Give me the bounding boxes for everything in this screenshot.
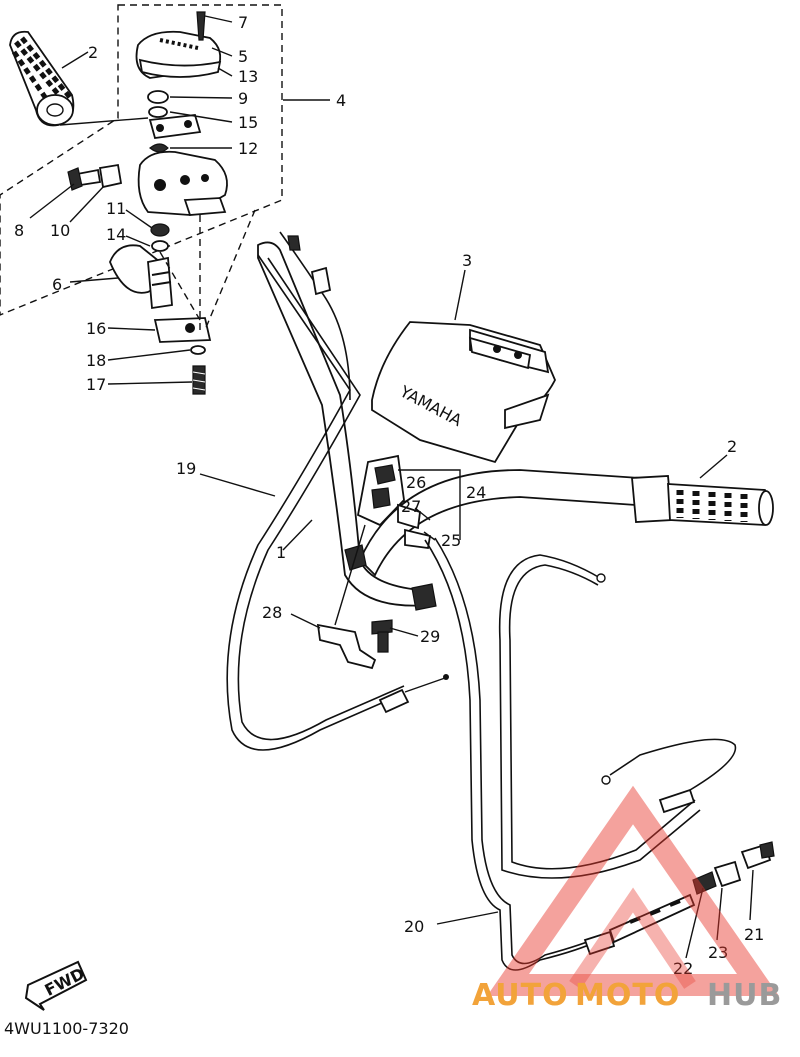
callout-9: 9 — [238, 89, 248, 108]
callout-29: 29 — [420, 627, 440, 646]
callout-2-right: 2 — [727, 437, 737, 456]
callout-18: 18 — [86, 351, 106, 370]
callout-7: 7 — [238, 13, 248, 32]
callout-16: 16 — [86, 319, 106, 338]
callout-14: 14 — [106, 225, 126, 244]
drawing-code: 4WU1100-7320 — [4, 1019, 129, 1038]
callout-3: 3 — [462, 251, 472, 270]
washers-11-14 — [150, 223, 170, 252]
watermark-logo — [486, 785, 780, 996]
callout-17: 17 — [86, 375, 106, 394]
assembly-guide-lines — [59, 117, 256, 331]
callout-25: 25 — [441, 531, 461, 550]
watermark-hub: HUB — [707, 978, 782, 1013]
washers — [147, 90, 202, 153]
watermark-text: AUTO MOTO HUB — [472, 978, 782, 1013]
bolt-8-nut-10 — [67, 163, 123, 191]
grip-right — [631, 475, 774, 526]
callout-21: 21 — [744, 925, 764, 944]
callout-24: 24 — [466, 483, 486, 502]
callout-8: 8 — [14, 221, 24, 240]
callout-23: 23 — [708, 943, 728, 962]
switch-assembly — [334, 454, 461, 626]
watermark-auto: AUTO — [472, 978, 569, 1013]
grip-left — [9, 30, 75, 127]
callout-11: 11 — [106, 199, 126, 218]
callout-6: 6 — [52, 275, 62, 294]
callout-2-left: 2 — [88, 43, 98, 62]
callout-28: 28 — [262, 603, 282, 622]
bracket-16 — [153, 317, 212, 395]
cable-20 — [424, 537, 737, 971]
forward-direction-badge: FWD — [24, 960, 87, 1011]
throttle-housing — [137, 150, 228, 216]
assembly-outline-4 — [0, 4, 283, 316]
callout-13: 13 — [238, 67, 258, 86]
cable-19 — [226, 254, 449, 751]
callout-15: 15 — [238, 113, 258, 132]
callout-1: 1 — [276, 543, 286, 562]
callout-10: 10 — [50, 221, 70, 240]
callout-5: 5 — [238, 47, 248, 66]
callout-19: 19 — [176, 459, 196, 478]
callout-26: 26 — [406, 473, 426, 492]
callout-22: 22 — [673, 959, 693, 978]
callout-12: 12 — [238, 139, 258, 158]
leader-lines — [29, 15, 754, 959]
callout-20: 20 — [404, 917, 424, 936]
clamp-28-bolt-29 — [316, 619, 393, 670]
callout-27: 27 — [401, 497, 421, 516]
watermark-moto: MOTO — [575, 978, 680, 1013]
handlebar-cover: YAMAHA — [371, 321, 556, 464]
adjuster-parts-21-23 — [692, 841, 775, 895]
callout-4: 4 — [336, 91, 346, 110]
throttle-cover — [135, 11, 222, 79]
callout-labels: 2 7 5 13 9 15 12 4 8 10 11 14 6 16 18 17… — [14, 13, 764, 978]
cable-from-switch — [279, 231, 351, 401]
throttle-lever — [109, 244, 173, 310]
